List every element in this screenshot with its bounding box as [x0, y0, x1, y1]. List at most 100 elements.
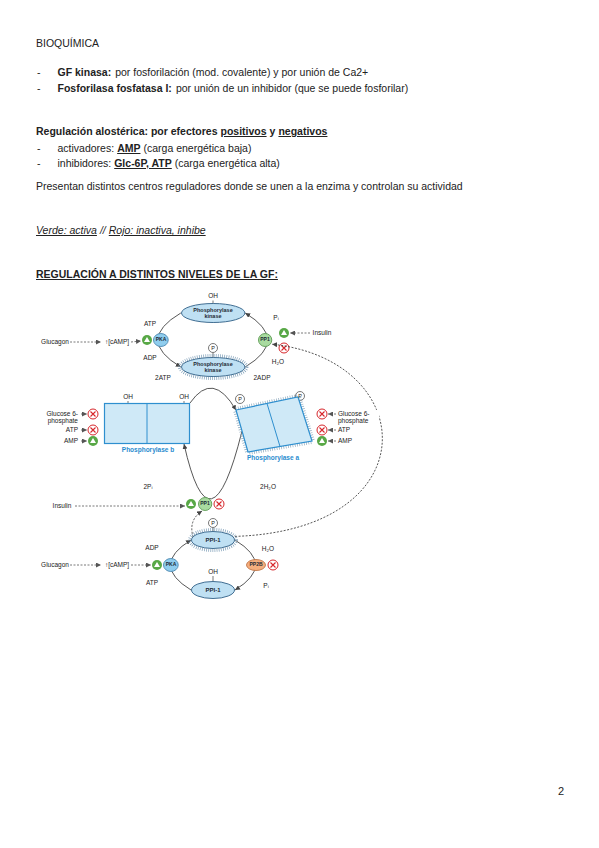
effector-arrow — [328, 430, 336, 431]
body-text: Regulación alostérica: por efectores — [36, 125, 217, 137]
body-text: por fosforilación (mod. covalente) y por… — [115, 66, 368, 78]
diagram-label: Insulin — [312, 329, 333, 336]
diagram-label: OH — [122, 393, 134, 400]
active-halo — [179, 356, 246, 379]
diagram-label: 2Pᵢ — [143, 483, 154, 490]
diagram-label: 2ATP — [154, 374, 172, 381]
text-line: - activadores:AMP(carga energética baja) — [37, 142, 251, 155]
enzyme-ellipse: PPI-1 — [191, 531, 235, 549]
enzyme-name: PPI-1 — [205, 537, 220, 544]
bond-stub — [128, 401, 129, 403]
activator-triangle — [90, 438, 96, 443]
enzyme-shape — [181, 304, 244, 323]
active-halo — [190, 530, 237, 551]
activator-triangle — [281, 330, 287, 335]
activator-triangle — [154, 562, 160, 567]
phosphate-circle — [209, 519, 218, 528]
body-text: activadores: — [58, 142, 115, 154]
phosphate-circle — [209, 344, 218, 353]
diagram-label: AMP — [337, 437, 353, 444]
effector-arrow — [131, 341, 141, 342]
body-text: Fosforilasa fosfatasa I: — [58, 82, 172, 94]
body-text: Glc-6P, ATP — [114, 157, 172, 169]
body-text: - — [37, 66, 41, 78]
phosphorylase-b: Phosphorylase b — [104, 403, 192, 453]
subunit-box — [236, 397, 312, 452]
effector-arrow — [81, 414, 87, 415]
text-line: - GF kinasa:por fosforilación (mod. coval… — [37, 66, 368, 79]
subunit-divider — [267, 404, 280, 447]
diagram-label: ADP — [142, 354, 157, 361]
enzyme-name: PP2B — [249, 562, 262, 568]
effector-arrow — [328, 414, 336, 415]
diagram-label: Glucose 6-phosphate — [37, 410, 79, 424]
subunit-divider — [147, 404, 148, 444]
diagram-label: Insulin — [52, 502, 73, 509]
enzyme-shape — [164, 559, 179, 572]
inhibitor-mark — [88, 425, 98, 435]
enzyme-ellipse: PP1 — [258, 333, 272, 347]
inhibitor-mark — [279, 343, 289, 353]
effector-arrow — [75, 506, 185, 507]
bond-stub — [184, 401, 185, 403]
enzyme-shape — [198, 498, 211, 511]
effector-arrow — [328, 441, 336, 442]
effector-arrow — [70, 342, 101, 343]
body-text: Presentan distintos centros reguladores … — [36, 180, 463, 192]
diagram-label: ATP — [143, 320, 157, 327]
diagram-label: Pᵢ — [272, 314, 279, 321]
bond-stub — [213, 353, 214, 358]
body-text: (carga energética baja) — [143, 142, 251, 154]
diagram-label: H₂O — [261, 545, 275, 552]
enzyme-shape — [181, 358, 244, 377]
text-line: Presentan distintos centros reguladores … — [36, 180, 463, 193]
text-line: -Fosforilasa fosfatasa I:por unión de un… — [37, 82, 408, 95]
enzyme-ellipse: Phosphorylase kinase — [181, 357, 245, 377]
effector-arrow — [81, 441, 87, 442]
body-text: inhibidores: — [58, 157, 112, 169]
body-text: BIOQUÍMICA — [36, 37, 99, 49]
inhibitor-cross — [217, 502, 222, 507]
phosphate-label: P — [297, 393, 303, 399]
text-line: Verde: activa//Rojo: inactiva, inhibe — [36, 224, 206, 237]
inhibitor-mark — [317, 425, 327, 435]
inhibition-arrow — [235, 344, 382, 536]
enzyme-ellipse: PPI-1 — [191, 581, 235, 599]
diagram-label: OH — [178, 393, 190, 400]
inhibitor-cross — [320, 412, 325, 417]
body-text: GF kinasa: — [58, 66, 112, 78]
activator-mark — [142, 335, 152, 345]
text-line: BIOQUÍMICA — [36, 37, 99, 50]
inhibitor-mark — [214, 499, 224, 509]
enzyme-name: PKA — [156, 337, 167, 343]
diagram-label: ATP — [65, 426, 79, 433]
diagram-label: ↑[cAMP] — [104, 561, 130, 568]
activator-mark — [279, 328, 289, 338]
subunit-box — [105, 404, 190, 444]
diagram-label: 2ADP — [253, 374, 272, 381]
phosphate-circle — [236, 395, 245, 404]
enzyme-name: Phosphorylase a — [232, 454, 314, 461]
body-text: (carga energética alta) — [175, 157, 280, 169]
activator-triangle — [188, 501, 194, 506]
diagram-label: 2H₂O — [259, 483, 277, 490]
activator-mark — [152, 560, 162, 570]
effector-arrow — [290, 333, 310, 334]
body-text: - — [37, 157, 41, 169]
activator-mark — [88, 436, 98, 446]
reaction-arrow — [190, 388, 236, 410]
enzyme-name: Phosphorylase b — [104, 446, 192, 453]
section-title: REGULACIÓN A DISTINTOS NIVELES DE LA GF: — [36, 268, 278, 281]
body-text: - — [37, 142, 41, 154]
inhibitor-cross — [271, 563, 276, 568]
activator-triangle — [144, 337, 150, 342]
body-text: AMP — [117, 142, 140, 154]
bond-stub — [213, 576, 214, 581]
enzyme-ellipse: PKA — [153, 333, 169, 347]
phosphate-label: P — [210, 520, 216, 526]
diagram-label: OH — [207, 568, 219, 575]
enzyme-dimer — [232, 397, 312, 452]
effector-arrow — [70, 565, 101, 566]
effector-arrow — [81, 430, 87, 431]
enzyme-name: PPI-1 — [205, 587, 220, 594]
